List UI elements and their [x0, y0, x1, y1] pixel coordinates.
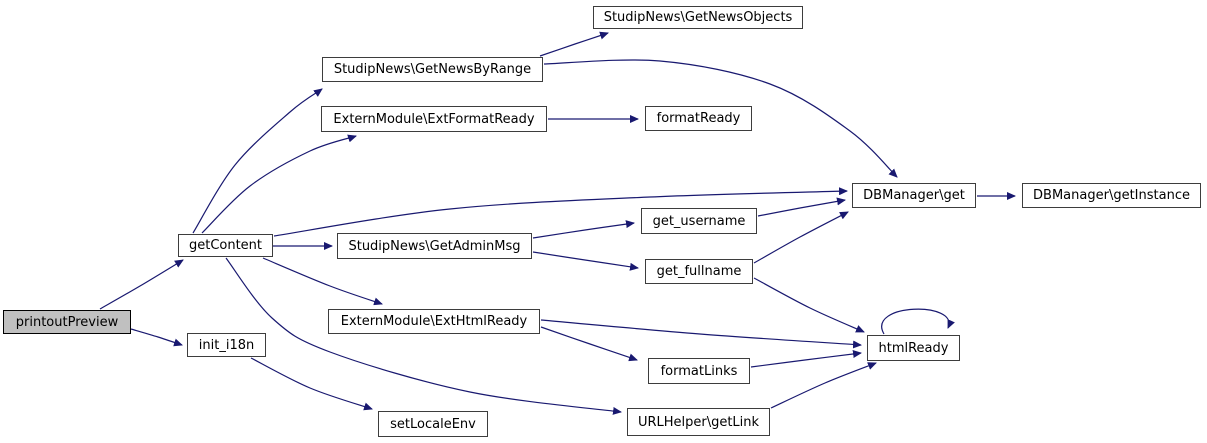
node-getContent[interactable]: getContent [178, 234, 273, 257]
node-htmlReady[interactable]: htmlReady [867, 335, 960, 361]
node-GetNewsObjects[interactable]: StudipNews\GetNewsObjects [593, 6, 803, 29]
node-URLHelper_getLink[interactable]: URLHelper\getLink [627, 408, 770, 436]
edge-getContent-to-ExtHtmlReady [262, 257, 383, 306]
edge-get_username-to-DBManager_get [757, 197, 846, 217]
edge-getContent-to-ExtFormatReady [201, 134, 357, 234]
edge-getContent-to-DBManager_get [273, 187, 848, 237]
edge-get_fullname-to-DBManager_get [753, 211, 849, 264]
node-ExtFormatReady[interactable]: ExternModule\ExtFormatReady [321, 106, 547, 132]
edge-GetAdminMsg-to-get_username [532, 220, 635, 239]
edge-getContent-to-GetNewsByRange [192, 88, 323, 234]
edge-init_i18n-to-setLocaleEnv [250, 357, 373, 411]
node-get_username[interactable]: get_username [641, 208, 757, 234]
edge-GetNewsByRange-to-GetNewsObjects [539, 31, 609, 57]
edge-getContent-to-URLHelper_getLink [225, 257, 622, 415]
node-GetNewsByRange[interactable]: StudipNews\GetNewsByRange [322, 57, 543, 82]
edge-printoutPreview-to-getContent [99, 259, 184, 310]
edge-printoutPreview-to-init_i18n [130, 328, 183, 347]
edge-htmlReady-to-htmlReady [881, 308, 955, 335]
edge-ExtHtmlReady-to-formatLinks [540, 326, 638, 362]
edge-GetAdminMsg-to-get_fullname [532, 251, 639, 271]
node-DBManager_getInstance[interactable]: DBManager\getInstance [1022, 183, 1201, 208]
node-GetAdminMsg[interactable]: StudipNews\GetAdminMsg [337, 233, 532, 259]
node-formatReady[interactable]: formatReady [645, 106, 752, 131]
node-get_fullname[interactable]: get_fullname [645, 259, 753, 284]
edge-get_fullname-to-htmlReady [753, 277, 865, 333]
node-ExtHtmlReady[interactable]: ExternModule\ExtHtmlReady [328, 309, 540, 334]
edge-URLHelper_getLink-to-htmlReady [770, 362, 877, 409]
node-DBManager_get[interactable]: DBManager\get [852, 183, 976, 208]
edge-GetNewsByRange-to-DBManager_get [543, 59, 898, 178]
node-printoutPreview[interactable]: printoutPreview [3, 310, 131, 334]
edge-ExtHtmlReady-to-htmlReady [540, 319, 862, 349]
node-init_i18n[interactable]: init_i18n [187, 333, 266, 357]
node-formatLinks[interactable]: formatLinks [648, 358, 750, 384]
edge-formatLinks-to-htmlReady [750, 350, 862, 368]
node-setLocaleEnv[interactable]: setLocaleEnv [378, 411, 488, 437]
